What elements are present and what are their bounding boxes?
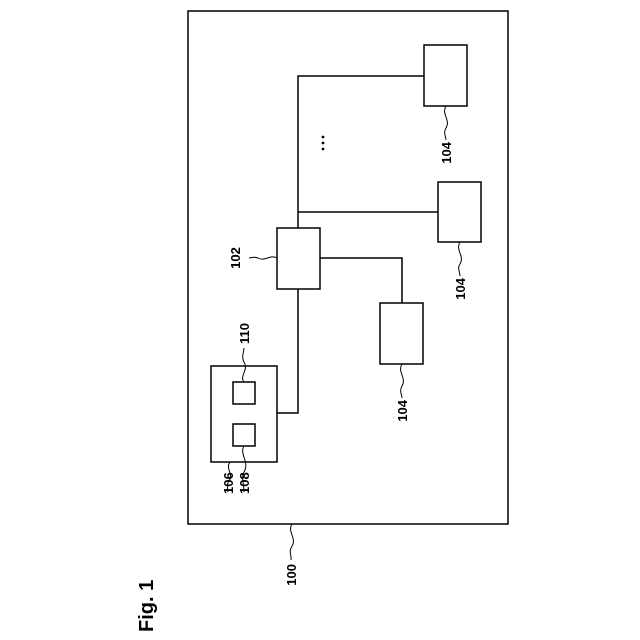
node-box-bottom	[380, 303, 423, 364]
label-104-top: 104	[439, 141, 454, 163]
leader-100	[290, 524, 293, 560]
component-108-box	[233, 424, 255, 446]
label-100: 100	[284, 564, 299, 586]
label-108: 108	[237, 472, 252, 494]
figure-label: Fig. 1	[136, 580, 158, 632]
label-106: 106	[221, 472, 236, 494]
hub-box	[277, 228, 320, 289]
label-110: 110	[237, 323, 252, 344]
ellipsis-dots	[322, 136, 325, 151]
label-104-middle: 104	[453, 277, 468, 299]
label-104-bottom: 104	[395, 399, 410, 421]
component-110-box	[233, 382, 255, 404]
controller-box	[211, 366, 277, 462]
label-102: 102	[228, 247, 243, 269]
node-box-top	[424, 45, 467, 106]
node-box-middle	[438, 182, 481, 242]
